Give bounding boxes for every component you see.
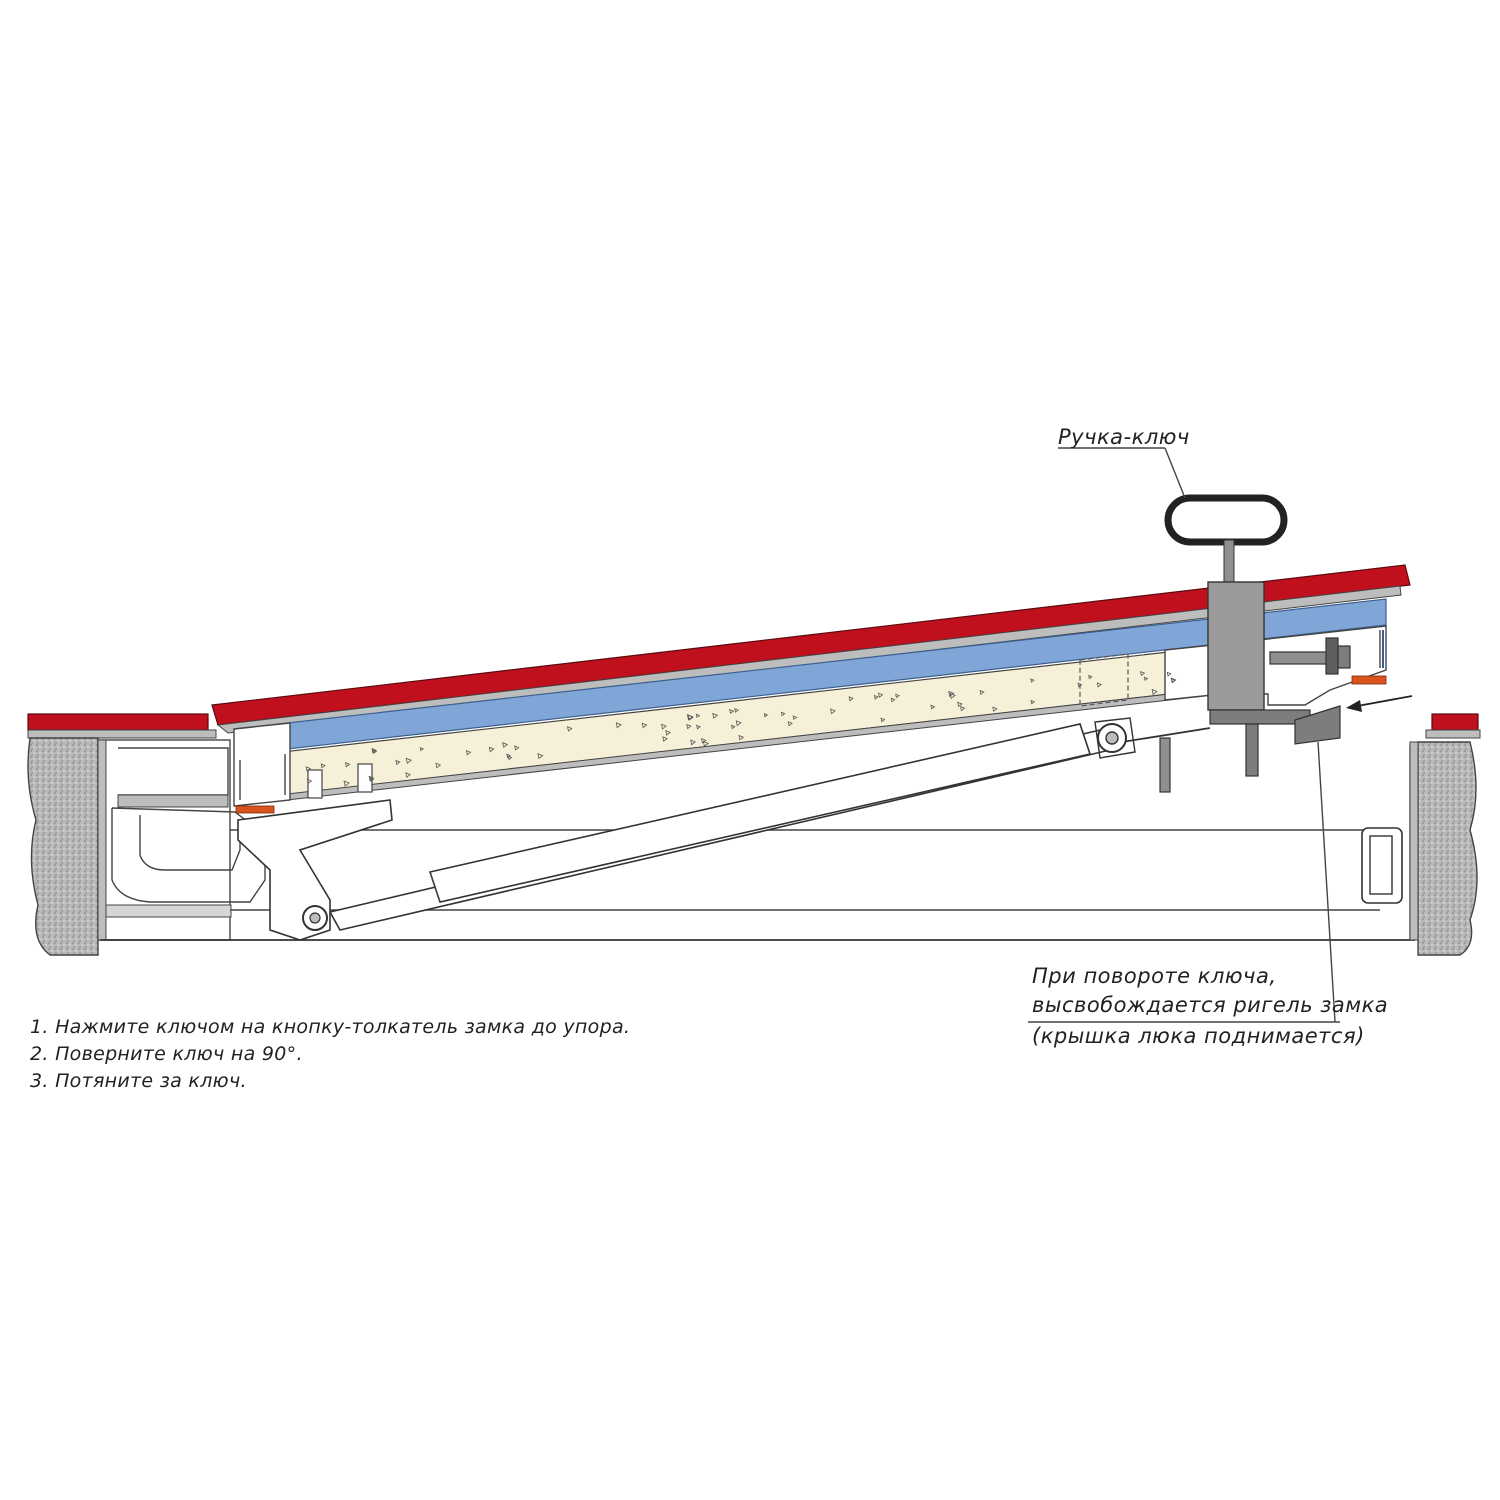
filler-grain — [712, 712, 719, 719]
filler-grain — [305, 766, 312, 772]
filler-grain — [949, 692, 956, 700]
filler-grain — [306, 778, 313, 784]
gas-strut — [328, 717, 1136, 931]
filler-grain — [787, 721, 793, 727]
right-stop-block — [1361, 827, 1403, 904]
filler-grain — [1030, 678, 1035, 683]
filler-grain — [1143, 676, 1149, 681]
filler-grain — [514, 745, 520, 751]
filler-grain — [1171, 678, 1176, 683]
filler-grain — [979, 689, 985, 695]
filler-grain — [690, 739, 696, 746]
filler-grain — [320, 763, 326, 769]
lock-bolt — [1269, 651, 1331, 665]
filler-grain — [372, 749, 378, 755]
filler-grain — [960, 705, 966, 712]
filler-grain — [567, 726, 573, 732]
right-concrete — [1417, 741, 1478, 956]
filler-grain — [895, 693, 900, 699]
instruction-step-2: 2. Поверните ключ на 90°. — [30, 1043, 303, 1065]
filler-grain — [660, 723, 667, 730]
filler-grain — [763, 713, 769, 718]
filler-grain — [537, 753, 544, 760]
hatch-lid — [211, 564, 1411, 814]
handle-key — [1121, 494, 1341, 793]
filler-grain — [848, 696, 854, 702]
filler-grain — [1030, 699, 1036, 705]
lid-steel-sheet — [216, 585, 1402, 734]
filler-grain — [1140, 670, 1146, 677]
filler-grain — [1096, 682, 1102, 688]
filler-grain — [686, 714, 694, 721]
filler-grain — [405, 772, 411, 778]
left-wall — [27, 713, 217, 956]
filler-grain — [419, 747, 425, 752]
hinge-bracket — [237, 799, 393, 941]
label-handle-key: Ручка-ключ — [1058, 425, 1190, 449]
right-wall — [1361, 713, 1481, 956]
leader-lines — [1028, 447, 1340, 1023]
filler-grain — [1166, 671, 1172, 677]
filler-grain — [734, 707, 740, 713]
left-floor-cover — [27, 713, 209, 731]
filler-grain — [992, 706, 998, 712]
lock-gasket-right — [1351, 675, 1387, 685]
handle-key-grip — [1164, 494, 1288, 546]
filler-grain — [371, 747, 377, 754]
filler-grain — [615, 722, 622, 729]
filler-grain — [792, 715, 798, 721]
filler-grain — [878, 692, 884, 698]
filler-grain — [405, 757, 412, 764]
filler-grain — [395, 759, 401, 766]
filler-grain — [465, 750, 472, 756]
filler-grain — [695, 713, 701, 718]
filler-grain — [502, 741, 509, 748]
filler-grain — [890, 697, 896, 703]
filler-grain — [780, 711, 786, 717]
filler-grain — [1077, 682, 1083, 688]
filler-grain — [368, 775, 375, 782]
label-release-line-1: При повороте ключа, — [1032, 964, 1277, 988]
label-release-line-3: (крышка люка поднимается) — [1032, 1024, 1365, 1048]
instruction-step-1: 1. Нажмите ключом на кнопку-толкатель за… — [30, 1016, 630, 1038]
lock-latch — [1294, 705, 1341, 745]
filler-grain — [662, 736, 668, 742]
lid-top-cover — [211, 564, 1411, 726]
filler-grain — [665, 730, 672, 736]
left-floor-plate — [27, 729, 217, 739]
lid-gasket-left — [235, 805, 275, 814]
filler-grain — [343, 780, 350, 787]
filler-grain — [957, 701, 963, 708]
filler-grain — [735, 720, 742, 727]
handle-key-shaft — [1207, 581, 1265, 711]
filler-grain — [641, 722, 648, 729]
left-concrete — [27, 737, 99, 956]
filler-grain — [830, 708, 836, 715]
filler-grain — [435, 762, 442, 769]
filler-grain — [873, 694, 879, 700]
filler-texture — [305, 670, 1177, 787]
filler-grain — [729, 708, 735, 714]
filler-grain — [507, 755, 513, 761]
filler-grain — [344, 762, 351, 768]
label-release-line-2: высвобождается ригель замка — [1032, 993, 1388, 1017]
filler-grain — [696, 724, 701, 730]
filler-grain — [488, 746, 495, 753]
filler-grain — [738, 734, 745, 741]
filler-grain — [930, 704, 936, 710]
filler-grain — [948, 690, 955, 697]
filler-grain — [880, 717, 886, 723]
filler-grain — [369, 777, 375, 782]
right-floor-cover — [1431, 713, 1479, 731]
instruction-step-3: 3. Потяните за ключ. — [30, 1070, 247, 1092]
filler-grain — [731, 724, 736, 730]
filler-grain — [1088, 674, 1093, 680]
filler-grain — [686, 723, 692, 730]
filler-grain — [1151, 688, 1158, 695]
direction-arrow — [1346, 695, 1413, 712]
filler-grain — [702, 740, 709, 747]
